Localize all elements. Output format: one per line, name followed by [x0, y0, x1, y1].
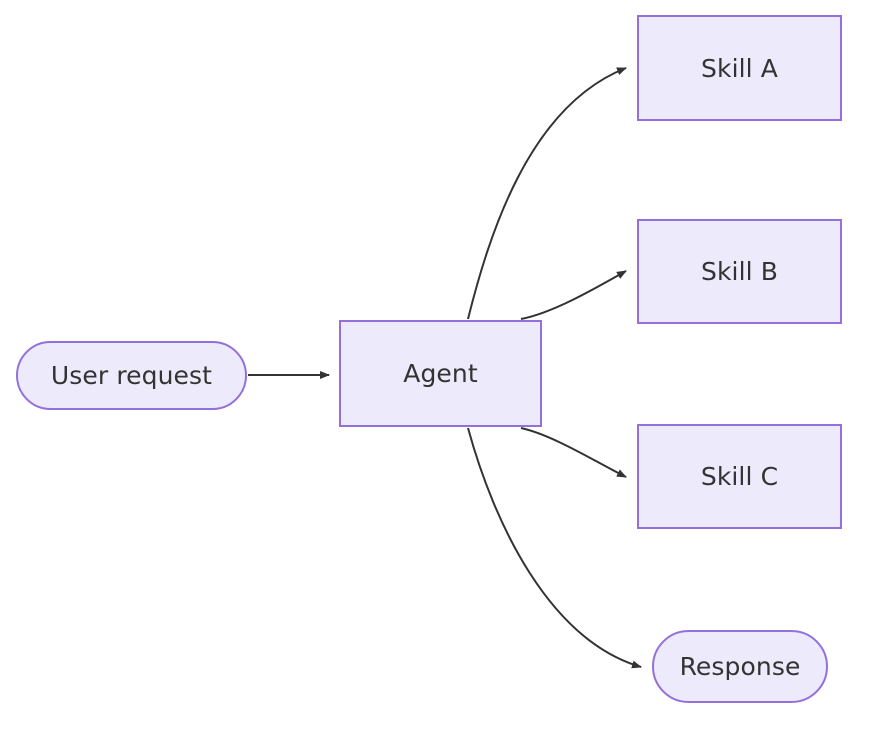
node-skill-a[interactable]: Skill A [637, 15, 842, 121]
edge-agent-response [467, 427, 642, 669]
node-skill-b[interactable]: Skill B [637, 219, 842, 324]
edge-agent-skill-b [520, 270, 627, 320]
edge-agent-skill-c [520, 427, 627, 478]
node-skill-b-label: Skill B [701, 257, 778, 286]
node-skill-c-label: Skill C [700, 462, 779, 491]
node-user-request-label: User request [50, 361, 213, 390]
node-skill-a-label: Skill A [701, 53, 778, 83]
node-response[interactable]: Response [652, 630, 828, 703]
node-agent-label: Agent [403, 359, 478, 388]
node-skill-c[interactable]: Skill C [637, 424, 842, 529]
node-response-label: Response [679, 652, 801, 681]
node-user-request[interactable]: User request [16, 341, 247, 410]
edge-agent-skill-a [467, 67, 627, 320]
node-agent[interactable]: Agent [339, 320, 542, 427]
